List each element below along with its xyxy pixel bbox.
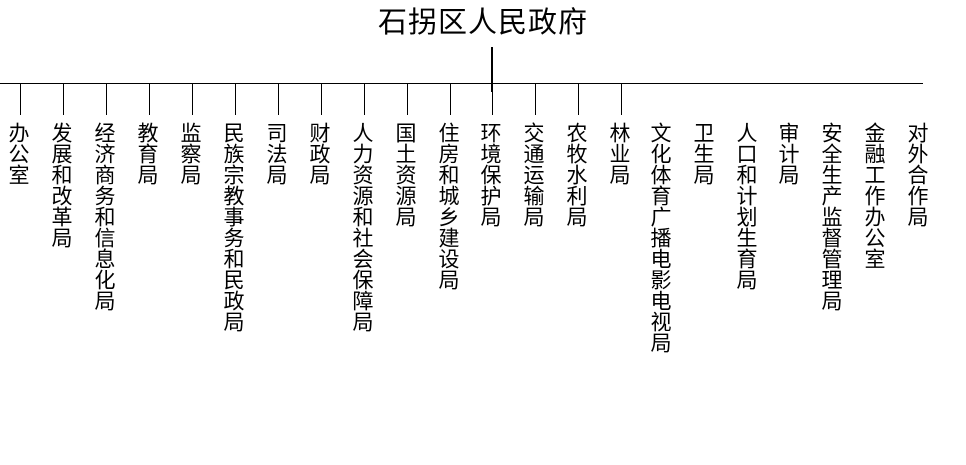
drop-tick xyxy=(149,83,150,115)
department-node[interactable]: 审计局 xyxy=(776,122,800,185)
department-node[interactable]: 教育局 xyxy=(135,122,159,185)
department-node[interactable]: 财政局 xyxy=(307,122,331,185)
department-node[interactable]: 对外合作局 xyxy=(905,122,929,227)
department-node[interactable]: 监察局 xyxy=(178,122,202,185)
department-node[interactable]: 卫生局 xyxy=(691,122,715,185)
drop-tick xyxy=(278,83,279,115)
drop-tick xyxy=(621,83,622,115)
page-title: 石拐区人民政府 xyxy=(377,5,588,39)
drop-tick xyxy=(106,83,107,115)
department-node[interactable]: 民族宗教事务和民政局 xyxy=(221,122,245,332)
department-node[interactable]: 金融工作办公室 xyxy=(862,122,886,269)
drop-tick xyxy=(407,83,408,115)
department-node[interactable]: 司法局 xyxy=(264,122,288,185)
department-node[interactable]: 安全生产监督管理局 xyxy=(819,122,843,311)
drop-tick xyxy=(63,83,64,115)
drop-tick xyxy=(578,83,579,115)
drop-tick xyxy=(20,83,21,115)
department-node[interactable]: 经济商务和信息化局 xyxy=(92,122,116,311)
department-node[interactable]: 住房和城乡建设局 xyxy=(436,122,460,290)
department-node[interactable]: 人口和计划生育局 xyxy=(734,122,758,290)
department-node[interactable]: 发展和改革局 xyxy=(49,122,73,248)
horizontal-bus-line xyxy=(0,83,923,84)
drop-tick xyxy=(364,83,365,115)
department-node[interactable]: 交通运输局 xyxy=(521,122,545,227)
drop-tick xyxy=(535,83,536,115)
drop-tick xyxy=(321,83,322,115)
department-node[interactable]: 办公室 xyxy=(6,122,30,185)
root-connector-line xyxy=(491,47,493,92)
department-node[interactable]: 人力资源和社会保障局 xyxy=(350,122,374,332)
department-node[interactable]: 国土资源局 xyxy=(393,122,417,227)
department-node[interactable]: 农牧水利局 xyxy=(564,122,588,227)
department-node[interactable]: 林业局 xyxy=(607,122,631,185)
department-node[interactable]: 文化体育广播电影电视局 xyxy=(648,122,672,353)
drop-tick xyxy=(235,83,236,115)
drop-tick xyxy=(450,83,451,115)
drop-tick xyxy=(492,83,493,115)
department-node[interactable]: 环境保护局 xyxy=(478,122,502,227)
drop-tick xyxy=(192,83,193,115)
